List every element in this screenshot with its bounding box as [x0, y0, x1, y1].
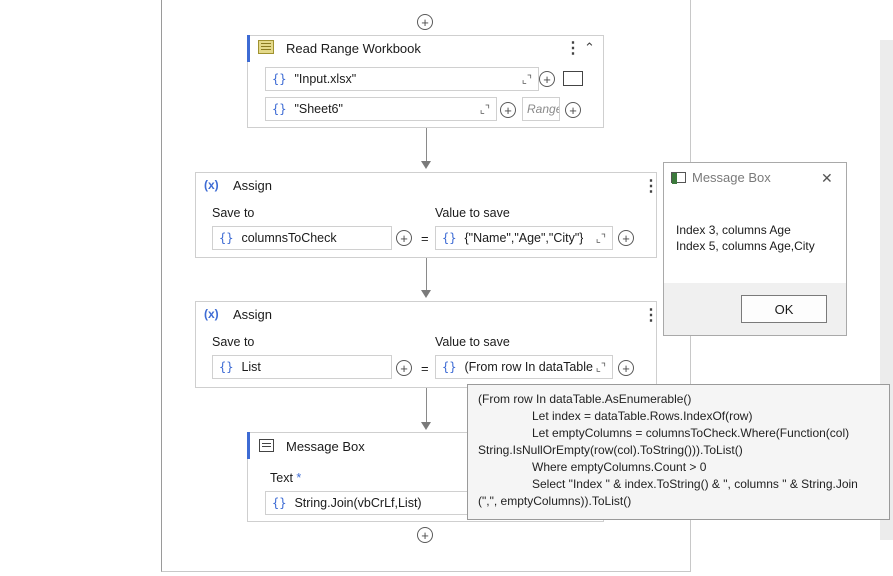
collapse-icon[interactable]: ⌃ — [584, 40, 595, 55]
assign-title: Assign — [233, 178, 273, 193]
range-field[interactable]: Range — [522, 97, 560, 121]
add-variable-button[interactable]: + — [500, 102, 516, 118]
add-variable-button[interactable]: + — [539, 71, 555, 87]
value-to-save-value: (From row In dataTable — [464, 360, 593, 374]
message-box-icon — [259, 439, 274, 452]
value-to-save-field[interactable]: {} {"Name","Age","City"} ⌞⌝ — [435, 226, 613, 250]
app-window-icon — [671, 172, 686, 184]
add-variable-button[interactable]: + — [396, 230, 412, 246]
sheet-name-field[interactable]: {} "Sheet6" ⌞⌝ — [265, 97, 497, 121]
tooltip-line: Where emptyColumns.Count > 0 — [532, 460, 707, 474]
connector-line — [426, 388, 427, 422]
activity-menu-icon[interactable]: ⋮ — [643, 307, 659, 324]
sheet-name-value: "Sheet6" — [294, 102, 343, 116]
expression-brace-icon: {} — [272, 72, 287, 86]
expression-tooltip: (From row In dataTable.AsEnumerable() Le… — [467, 384, 890, 520]
plus-icon: + — [543, 71, 551, 87]
plus-icon: + — [569, 102, 577, 118]
expression-brace-icon: {} — [219, 231, 234, 245]
save-to-value: columnsToCheck — [241, 231, 337, 245]
assign-icon: (x) — [204, 178, 219, 192]
assign-title: Assign — [233, 307, 273, 322]
value-to-save-label: Value to save — [435, 335, 510, 349]
connector-arrow — [421, 161, 431, 169]
connector-line — [426, 128, 427, 161]
tooltip-line: String.IsNullOrEmpty(row(col).ToString()… — [478, 443, 743, 457]
equals-sign: = — [421, 361, 429, 376]
expand-editor-icon[interactable]: ⌞⌝ — [595, 361, 606, 374]
add-activity-button-bottom[interactable]: + — [417, 527, 433, 543]
activity-accent-bar — [247, 432, 250, 459]
plus-icon: + — [400, 360, 408, 376]
activity-menu-icon[interactable]: ⋮ — [565, 40, 581, 57]
value-to-save-field[interactable]: {} (From row In dataTable ⌞⌝ — [435, 355, 613, 379]
equals-sign: = — [421, 231, 429, 246]
folder-icon[interactable] — [563, 71, 583, 86]
save-to-label: Save to — [212, 335, 255, 349]
required-mark: * — [296, 471, 302, 485]
plus-icon: + — [400, 230, 408, 246]
plus-icon: + — [622, 360, 630, 376]
expression-brace-icon: {} — [272, 496, 287, 510]
add-variable-button[interactable]: + — [396, 360, 412, 376]
add-variable-button[interactable]: + — [565, 102, 581, 118]
expand-editor-icon[interactable]: ⌞⌝ — [595, 232, 606, 245]
expand-editor-icon[interactable]: ⌞⌝ — [479, 103, 490, 116]
save-to-field[interactable]: {} columnsToCheck — [212, 226, 392, 250]
assign-icon: (x) — [204, 307, 219, 321]
expression-brace-icon: {} — [442, 360, 457, 374]
ok-button-label: OK — [774, 301, 794, 317]
plus-icon: + — [421, 527, 429, 543]
message-box-title: Message Box — [286, 439, 365, 454]
tooltip-line: Let index = dataTable.Rows.IndexOf(row) — [532, 409, 753, 423]
text-field-value: String.Join(vbCrLf,List) — [294, 496, 422, 510]
connector-arrow — [421, 290, 431, 298]
expand-editor-icon[interactable]: ⌞⌝ — [521, 73, 532, 86]
range-placeholder: Range — [527, 102, 560, 116]
save-to-label: Save to — [212, 206, 255, 220]
expression-brace-icon: {} — [272, 102, 287, 116]
plus-icon: + — [504, 102, 512, 118]
add-variable-button[interactable]: + — [618, 230, 634, 246]
value-to-save-value: {"Name","Age","City"} — [464, 231, 584, 245]
expression-brace-icon: {} — [442, 231, 457, 245]
workbook-path-field[interactable]: {} "Input.xlsx" ⌞⌝ — [265, 67, 539, 91]
expression-brace-icon: {} — [219, 360, 234, 374]
connector-line — [426, 258, 427, 290]
text-label-text: Text — [270, 471, 293, 485]
dialog-title: Message Box — [692, 170, 771, 185]
workbook-path-value: "Input.xlsx" — [294, 72, 357, 86]
plus-icon: + — [421, 14, 429, 30]
save-to-value: List — [241, 360, 261, 374]
ok-button[interactable]: OK — [741, 295, 827, 323]
add-variable-button[interactable]: + — [618, 360, 634, 376]
dialog-message-line-1: Index 3, columns Age — [676, 223, 791, 237]
close-icon[interactable]: ✕ — [821, 170, 833, 186]
text-label: Text * — [270, 471, 301, 485]
value-to-save-label: Value to save — [435, 206, 510, 220]
dialog-message-line-2: Index 5, columns Age,City — [676, 239, 815, 253]
add-activity-button-top[interactable]: + — [417, 14, 433, 30]
connector-arrow — [421, 422, 431, 430]
tooltip-line: Let emptyColumns = columnsToCheck.Where(… — [532, 426, 850, 440]
read-range-title: Read Range Workbook — [286, 41, 421, 56]
save-to-field[interactable]: {} List — [212, 355, 392, 379]
plus-icon: + — [622, 230, 630, 246]
tooltip-line: Select "Index " & index.ToString() & ", … — [532, 477, 858, 491]
tooltip-line: (",", emptyColumns)).ToList() — [478, 494, 632, 508]
text-field[interactable]: {} String.Join(vbCrLf,List) — [265, 491, 475, 515]
excel-workbook-icon — [258, 40, 274, 54]
activity-menu-icon[interactable]: ⋮ — [643, 178, 659, 195]
tooltip-line: (From row In dataTable.AsEnumerable() — [478, 392, 692, 406]
activity-accent-bar — [247, 35, 250, 62]
